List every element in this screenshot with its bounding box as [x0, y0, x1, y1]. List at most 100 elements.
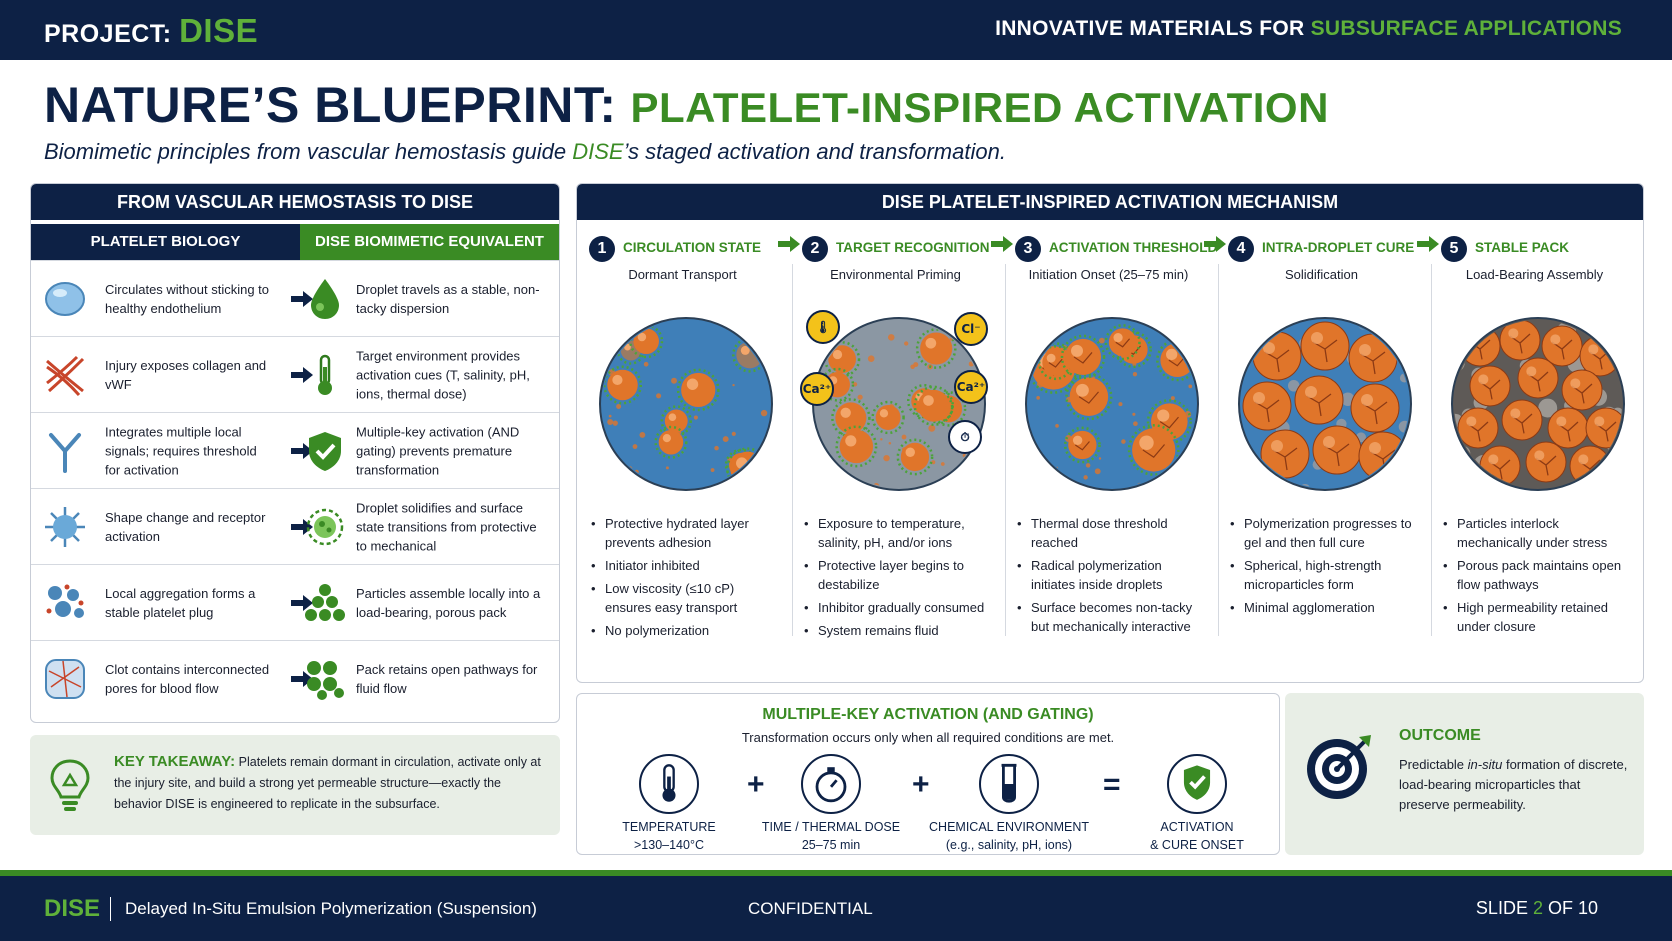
platelet-biology-text: Circulates without sticking to healthy e…	[105, 281, 270, 316]
arrow-right-icon	[289, 441, 315, 461]
stage-subtitle: Load-Bearing Assembly	[1465, 267, 1604, 282]
stage-name: ACTIVATION THRESHOLD	[1049, 240, 1218, 255]
stage-particle-illustration	[598, 316, 774, 492]
stage-name: TARGET RECOGNITION	[836, 240, 990, 255]
stage-bullet: Exposure to temperature, salinity, pH, a…	[804, 514, 995, 552]
stage-bullet: No polymerization	[591, 621, 782, 640]
key-takeaway: KEY TAKEAWAY: Platelets remain dormant i…	[30, 735, 560, 835]
plus-operator: +	[747, 768, 765, 801]
gating-subtitle: Transformation occurs only when all requ…	[741, 730, 1115, 745]
receptor-icon	[43, 429, 87, 473]
stopwatch-icon: ⏱	[948, 420, 982, 454]
stage-bullet: System remains fluid	[804, 621, 995, 640]
clot-icon	[43, 657, 87, 701]
title-part1: NATURE’S BLUEPRINT:	[44, 77, 617, 133]
stage-divider	[1431, 264, 1432, 636]
porous-pack-icon	[303, 657, 347, 701]
project-label: PROJECT: DISE	[44, 12, 259, 49]
platelet-biology-text: Injury exposes collagen and vWF	[105, 357, 267, 392]
stage-subtitle: Environmental Priming	[830, 267, 961, 282]
stage-divider	[792, 264, 793, 636]
stage-bullet: Inhibitor gradually consumed	[804, 598, 995, 617]
arrow-right-icon	[1202, 234, 1228, 254]
stage-name: CIRCULATION STATE	[623, 240, 761, 255]
stage-name: INTRA-DROPLET CURE	[1262, 240, 1415, 255]
takeaway-text: Platelets remain dormant in circulation,…	[114, 755, 541, 811]
arrow-right-icon	[1415, 234, 1441, 254]
stage-subtitle: Solidification	[1285, 267, 1358, 282]
comparison-row: Local aggregation forms a stable platele…	[31, 564, 559, 640]
stage-number: 2	[802, 236, 828, 262]
dise-equivalent-text: Multiple-key activation (AND gating) pre…	[356, 424, 520, 477]
lightbulb-icon	[50, 759, 90, 811]
outcome-panel: OUTCOME Predictable in-situ formation of…	[1285, 693, 1644, 855]
footer-brand: DISE	[44, 895, 101, 922]
gating-condition-label: TEMPERATURE>130–140°C	[622, 820, 716, 852]
comparison-row: Clot contains interconnected pores for b…	[31, 640, 559, 716]
test-tube-icon	[979, 754, 1039, 814]
arrow-right-icon	[289, 365, 315, 385]
mechanism-stage: 1 CIRCULATION STATE Dormant TransportProte…	[579, 220, 792, 682]
calcium-badge: Ca²⁺	[954, 370, 988, 404]
stage-bullet: Porous pack maintains open flow pathways	[1443, 556, 1634, 594]
calcium-badge: Ca²⁺	[800, 372, 834, 406]
comparison-heading: FROM VASCULAR HEMOSTASIS TO DISE	[31, 184, 559, 220]
stage-subtitle: Dormant Transport	[628, 267, 737, 282]
comparison-panel: FROM VASCULAR HEMOSTASIS TO DISE PLATELE…	[30, 183, 560, 723]
stage-name: STABLE PACK	[1475, 240, 1569, 255]
mechanism-stage: 3 ACTIVATION THRESHOLD Initiation Onset (2…	[1005, 220, 1218, 682]
stage-subtitle: Initiation Onset (25–75 min)	[1028, 267, 1189, 282]
platelet-disc-icon	[43, 277, 87, 321]
plus-operator: +	[912, 768, 930, 801]
stage-bullet: Minimal agglomeration	[1230, 598, 1421, 617]
footer-bar: DISE Delayed In-Situ Emulsion Polymeriza…	[0, 876, 1672, 941]
platelet-biology-text: Shape change and receptor activation	[105, 509, 266, 544]
stage-bullet: Polymerization progresses to gel and the…	[1230, 514, 1421, 552]
stage-bullet: Initiator inhibited	[591, 556, 782, 575]
platelet-biology-text: Integrates multiple local signals; requi…	[105, 424, 257, 477]
comparison-row: Integrates multiple local signals; requi…	[31, 412, 559, 488]
collagen-fibers-icon	[43, 353, 87, 397]
stage-particle-illustration	[1237, 316, 1413, 492]
stage-divider	[1218, 264, 1219, 636]
project-name: DISE	[179, 12, 259, 49]
stage-bullet: High permeability retained under closure	[1443, 598, 1634, 636]
stage-particle-illustration	[1450, 316, 1626, 492]
thermometer-icon	[639, 754, 699, 814]
shield-check-icon	[303, 429, 347, 473]
stage-bullet: Radical polymerization initiates inside …	[1017, 556, 1208, 594]
thermometer-badge: 🌡	[806, 310, 840, 344]
stage-particle-illustration	[1024, 316, 1200, 492]
footer-accent-line	[0, 870, 1672, 876]
thermometer-icon	[303, 353, 347, 397]
stage-number: 3	[1015, 236, 1041, 262]
stage-bullets: Polymerization progresses to gel and the…	[1230, 514, 1421, 621]
particle-pile-icon	[303, 581, 347, 625]
stage-bullets: Particles interlock mechanically under s…	[1443, 514, 1634, 640]
page-title: NATURE’S BLUEPRINT:PLATELET-INSPIRED ACT…	[44, 76, 1329, 134]
top-banner: PROJECT: DISE INNOVATIVE MATERIALS FOR S…	[0, 0, 1672, 60]
comparison-row: Circulates without sticking to healthy e…	[31, 260, 559, 336]
mechanism-stage: 5 STABLE PACK Load-Bearing AssemblyParticl…	[1431, 220, 1643, 682]
and-gating-panel: MULTIPLE-KEY ACTIVATION (AND GATING) Tra…	[576, 693, 1280, 855]
stage-bullet: Spherical, high-strength microparticles …	[1230, 556, 1421, 594]
platelet-biology-text: Local aggregation forms a stable platele…	[105, 585, 256, 620]
stage-number: 1	[589, 236, 615, 262]
target-icon	[1307, 735, 1371, 799]
stage-bullet: Protective hydrated layer prevents adhes…	[591, 514, 782, 552]
solidifying-droplet-icon	[303, 505, 347, 549]
stage-divider	[1005, 264, 1006, 636]
footer-separator	[110, 897, 111, 921]
stopwatch-icon	[801, 754, 861, 814]
gating-condition-label: CHEMICAL ENVIRONMENT(e.g., salinity, pH,…	[929, 820, 1089, 852]
column-header-dise: DISE BIOMIMETIC EQUIVALENT	[300, 224, 559, 260]
stage-bullets: Exposure to temperature, salinity, pH, a…	[804, 514, 995, 644]
takeaway-label: KEY TAKEAWAY:	[114, 753, 236, 770]
footer-description: Delayed In-Situ Emulsion Polymerization …	[125, 899, 537, 918]
stage-number: 5	[1441, 236, 1467, 262]
mechanism-stage: 2 TARGET RECOGNITION Environmental Priming…	[792, 220, 1005, 682]
page-subtitle: Biomimetic principles from vascular hemo…	[44, 139, 1006, 164]
confidential-label: CONFIDENTIAL	[748, 899, 873, 918]
dise-equivalent-text: Droplet travels as a stable, non-tacky d…	[356, 281, 540, 316]
